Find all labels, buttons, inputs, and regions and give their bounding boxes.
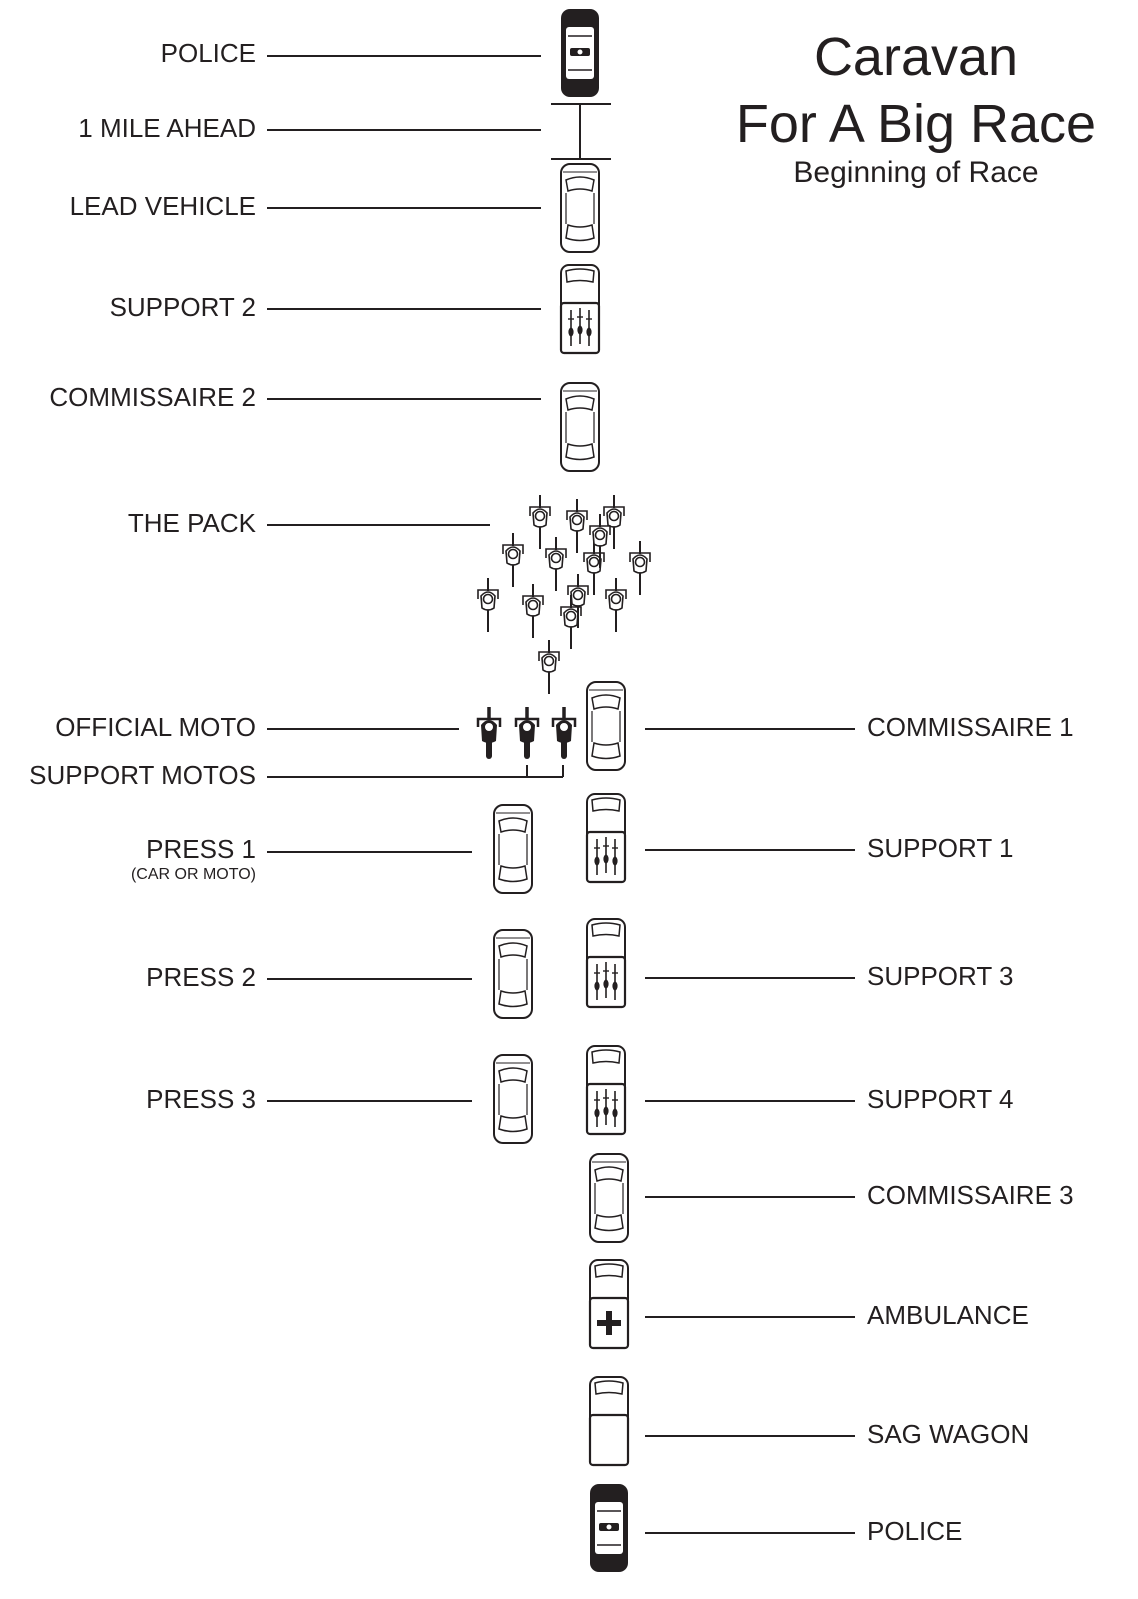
cyclist-icon: [605, 577, 627, 633]
diagram-subtitle: Beginning of Race: [793, 156, 1039, 189]
press-3-car-car-icon: [493, 1054, 533, 1144]
label-support-3: SUPPORT 3: [867, 961, 1014, 991]
label-support-4: SUPPORT 4: [867, 1084, 1014, 1114]
diagram-title-line-1: Caravan: [813, 27, 1019, 87]
label-press-2: PRESS 2: [146, 962, 256, 992]
cyclist-icon: [566, 498, 588, 554]
support-4-car-bike-rack-car-icon: [587, 1046, 625, 1134]
support-motorcycle-icon: [514, 705, 540, 761]
diagram-title-line-2: For A Big Race: [735, 94, 1097, 154]
label-sag-wagon: SAG WAGON: [867, 1419, 1030, 1449]
official-motorcycle-icon: [476, 705, 502, 761]
cyclist-icon: [538, 639, 560, 695]
mile-gap-marker: [551, 103, 611, 160]
label-ambulance: AMBULANCE: [867, 1300, 1029, 1330]
police-front-car-police-car-icon: [560, 8, 600, 98]
label-lead-vehicle: LEAD VEHICLE: [69, 191, 256, 221]
label-support-2: SUPPORT 2: [109, 292, 256, 322]
press-2-car-car-icon: [493, 929, 533, 1019]
support-1-car-bike-rack-car-icon: [587, 794, 625, 882]
ambulance-car-ambulance-icon: [588, 1258, 630, 1350]
press-1-car-car-icon: [493, 804, 533, 894]
cyclist-icon: [529, 494, 551, 550]
label-commissaire-1: COMMISSAIRE 1: [867, 712, 1074, 742]
label-press-1: PRESS 1: [146, 834, 256, 864]
label-press-3: PRESS 3: [146, 1084, 256, 1114]
label-support-motos: SUPPORT MOTOS: [29, 760, 256, 790]
label-mile-ahead: 1 MILE AHEAD: [78, 113, 256, 143]
lead-vehicle-car-car-icon: [560, 163, 600, 253]
sag-wagon-car-wagon-icon: [588, 1375, 630, 1467]
label-support-1: SUPPORT 1: [867, 833, 1014, 863]
label-press-1-note: (CAR OR MOTO): [130, 866, 256, 883]
label-official-moto: OFFICIAL MOTO: [55, 712, 256, 742]
cyclist-icon: [545, 536, 567, 592]
cyclist-icon: [522, 583, 544, 639]
label-commissaire-2: COMMISSAIRE 2: [49, 382, 256, 412]
support-motorcycle-icon: [551, 705, 577, 761]
label-commissaire-3: COMMISSAIRE 3: [867, 1180, 1074, 1210]
commissaire-3-car-car-icon: [589, 1153, 629, 1243]
support-3-car-bike-rack-car-icon: [587, 919, 625, 1007]
cyclist-icon: [629, 540, 651, 596]
cyclist-icon: [502, 532, 524, 588]
police-rear-car-police-car-icon: [589, 1483, 629, 1573]
leader-lines: [267, 55, 855, 1534]
label-the-pack: THE PACK: [127, 508, 256, 538]
commissaire-1-car-car-icon: [586, 681, 626, 771]
cyclist-icon: [477, 577, 499, 633]
label-police-rear: POLICE: [867, 1516, 963, 1546]
commissaire-2-car-car-icon: [560, 382, 600, 472]
label-police-front: POLICE: [160, 38, 256, 68]
support-2-car-bike-rack-car-icon: [561, 265, 599, 353]
